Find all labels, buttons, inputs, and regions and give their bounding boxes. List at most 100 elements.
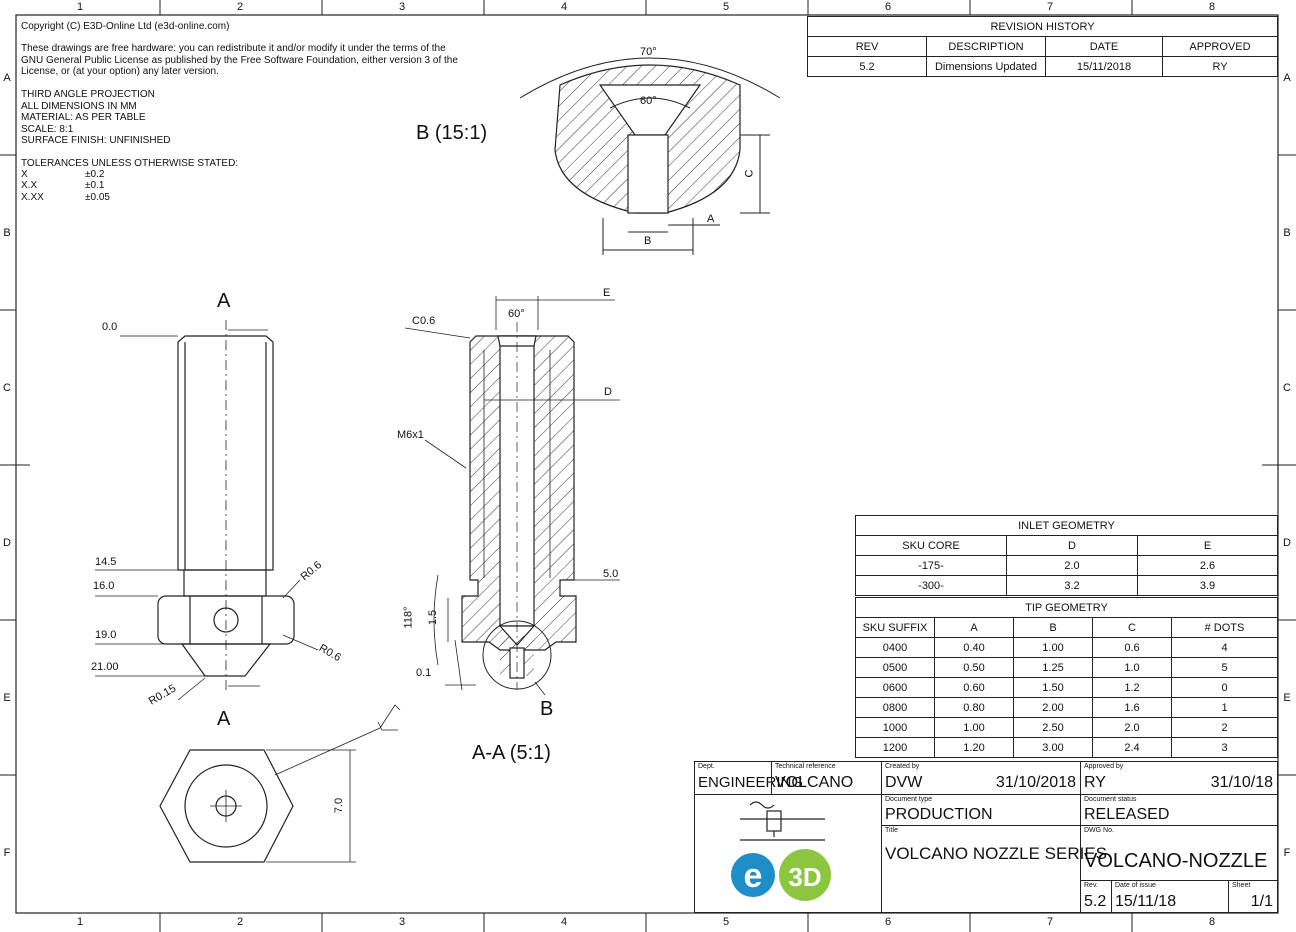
tolerance-val-2: ±0.1 [85,180,105,191]
tip-cell: 1200 [855,737,935,758]
dept-cell: Dept. ENGINEERING [694,761,803,795]
inlet-cell: 3.9 [1137,575,1278,596]
e-circle [731,853,775,897]
inlet-cell: -300- [855,575,1007,596]
grid-col-4-bottom: 4 [560,916,568,928]
tip-header: SKU SUFFIX [855,617,935,638]
dim-16-0: 16.0 [93,580,115,592]
revision-cell: Dimensions Updated [926,56,1046,77]
side-view [95,320,295,690]
tolerance-key-2: X.X [21,180,38,191]
tip-cell: 2.00 [1013,697,1093,718]
section-mark-top: A [217,290,231,312]
copyright-note: Copyright (C) E3D-Online Ltd (e3d-online… [21,21,230,32]
tech-ref-value: VOLCANO [775,774,854,791]
created-label: Created by [885,763,920,770]
grid-col-1-bottom: 1 [76,916,84,928]
license-line-2: GNU General Public License as published … [21,55,458,66]
logo-cell: e 3D [694,794,882,913]
tip-cell: 1.6 [1092,697,1172,718]
revision-header-date: DATE [1045,36,1163,57]
tip-cell: 0.80 [934,697,1014,718]
grid-row-b-left: B [3,227,11,239]
section-aa-view [404,296,620,696]
inlet-cell: -175- [855,555,1007,576]
tolerance-val-1: ±0.2 [85,169,105,180]
grid-row-e-left: E [3,692,11,704]
tip-cell: 1.00 [1013,637,1093,658]
grid-row-c-right: C [1283,382,1291,394]
grid-row-d-left: D [3,537,11,549]
sheet-cell: Sheet 1/1 [1228,880,1278,913]
revision-history-table: REVISION HISTORY REV DESCRIPTION DATE AP… [807,16,1278,77]
tip-cell: 0800 [855,697,935,718]
dim-a: A [707,213,715,225]
tip-cell: 5 [1171,657,1278,678]
tip-cell: 4 [1171,637,1278,658]
status-value: RELEASED [1084,806,1170,823]
grid-col-8-top: 8 [1208,1,1216,13]
spec-line-2: ALL DIMENSIONS IN MM [21,101,137,112]
drawing-frame [15,14,1279,914]
grid-col-5-bottom: 5 [722,916,730,928]
grid-col-6-top: 6 [884,1,892,13]
tip-cell: 2.0 [1092,717,1172,738]
dim-tip-angle: 118° [402,606,415,629]
tip-cell: 3 [1171,737,1278,758]
grid-col-3-bottom: 3 [398,916,406,928]
logo-e: e [744,857,763,895]
dim-hex: 7.0 [333,797,346,814]
radius-leaders [177,579,319,701]
created-date: 31/10/2018 [995,774,1076,791]
dim-d: D [604,386,612,398]
approved-label: Approved by [1084,763,1124,770]
table-row: -300- 3.2 3.9 [855,575,1278,596]
tip-cell: 1.20 [934,737,1014,758]
created-cell: Created by DVW 31/10/2018 [881,761,1081,795]
grid-col-7-bottom: 7 [1046,916,1054,928]
approved-date: 31/10/18 [1210,774,1273,791]
dim-thread: M6x1 [397,429,424,441]
doctype-label: Document type [885,796,933,803]
rev-value: 5.2 [1084,893,1107,910]
spec-line-5: SURFACE FINISH: UNFINISHED [21,135,171,146]
spec-line-3: MATERIAL: AS PER TABLE [21,112,146,123]
revision-header-approved: APPROVED [1162,36,1278,57]
tip-cell: 1 [1171,697,1278,718]
tip-cell: 0600 [855,677,935,698]
inlet-title: INLET GEOMETRY [855,515,1278,536]
doctype-value: PRODUCTION [885,806,993,823]
tolerance-val-3: ±0.05 [85,192,110,203]
tip-cell: 1.2 [1092,677,1172,698]
tip-cell: 0500 [855,657,935,678]
grid-col-5-top: 5 [722,1,730,13]
tip-cell: 1000 [855,717,935,738]
tolerance-key-1: X [21,169,28,180]
inlet-header: D [1006,535,1138,556]
printer-icon [740,801,825,841]
tip-cell: 1.0 [1092,657,1172,678]
dim-c: C [743,169,756,178]
tip-cell: 0 [1171,677,1278,698]
grid-row-e-right: E [1283,692,1291,704]
status-label: Document status [1084,796,1137,803]
inlet-header: E [1137,535,1278,556]
tip-cell: 0.40 [934,637,1014,658]
hex-view [159,704,401,863]
tip-geometry-table: TIP GEOMETRY SKU SUFFIX A B C # DOTS 040… [855,597,1278,758]
revision-title: REVISION HISTORY [807,16,1278,37]
dim-19-0: 19.0 [95,629,117,641]
grid-col-6-bottom: 6 [884,916,892,928]
grid-col-8-bottom: 8 [1208,916,1216,928]
rev-label: Rev. [1084,882,1098,889]
tip-cell: 1.25 [1013,657,1093,678]
tip-cell: 0.6 [1092,637,1172,658]
grid-row-c-left: C [3,382,11,394]
dim-chamfer: C0.6 [412,315,436,327]
tip-title: TIP GEOMETRY [855,597,1278,618]
